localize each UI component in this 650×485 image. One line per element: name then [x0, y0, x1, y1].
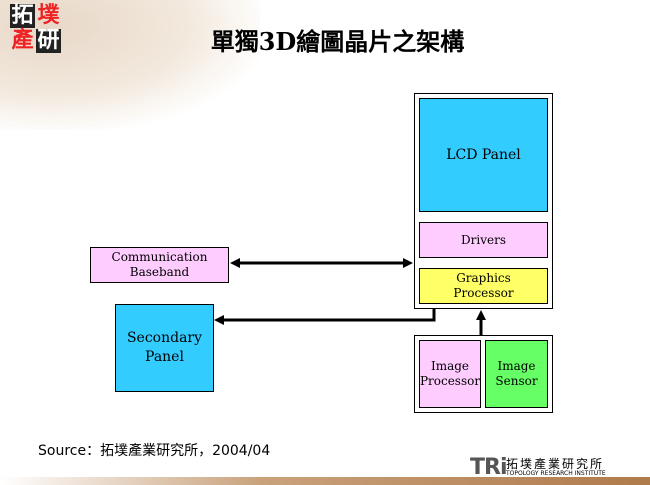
drivers-block: Drivers [419, 222, 548, 258]
lcd-panel-block: LCD Panel [419, 98, 548, 212]
baseband-to-graphics-arrow [230, 258, 413, 268]
map-background [0, 0, 260, 130]
graphics-to-secondary-arrow [214, 309, 436, 325]
footer-bar [0, 477, 650, 485]
brand-name-cn: 拓墣產業研究所 [506, 457, 605, 471]
page-title: 單獨3D繪圖晶片之架構 [210, 27, 465, 56]
brand-mark: TRi [470, 455, 507, 480]
secondary-panel-block: Secondary Panel [115, 304, 214, 392]
image-processor-block: Image Processor [419, 340, 481, 408]
footer-logo: TRi 拓墣產業研究所 TOPOLOGY RESEARCH INSTITUTE [470, 455, 606, 480]
communication-baseband-block: Communication Baseband [90, 247, 229, 283]
brand-name-en: TOPOLOGY RESEARCH INSTITUTE [506, 470, 606, 477]
image-sensor-block: Image Sensor [485, 340, 548, 408]
logo-char: 拓 [10, 3, 35, 28]
logo-char: 墣 [37, 3, 60, 28]
graphics-processor-block: Graphics Processor [419, 268, 548, 304]
logo-char: 產 [11, 28, 34, 53]
logo-char: 研 [36, 28, 61, 53]
source-note: Source：拓墣產業研究所，2004/04 [38, 443, 271, 459]
camera-to-graphics-arrow [476, 310, 486, 335]
logo: 拓 墣 產 研 [10, 4, 62, 54]
